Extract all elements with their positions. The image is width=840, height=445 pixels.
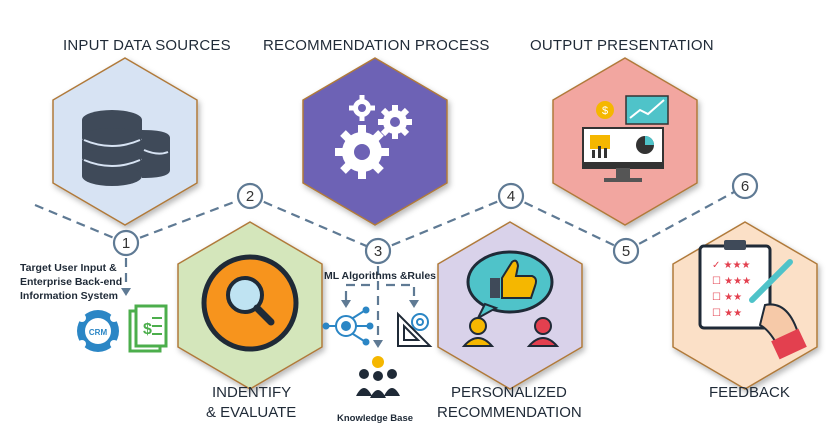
svg-text:☐ ★★: ☐ ★★: [712, 308, 742, 319]
arrowhead: [121, 288, 131, 296]
magnifier-icon: [201, 254, 299, 352]
label-personalized: PERSONALIZED: [451, 384, 567, 401]
step-circle: [497, 182, 525, 210]
arrowhead: [373, 340, 383, 348]
step-circle: [112, 229, 140, 257]
connector-lines: [34, 185, 746, 340]
connector-line: [386, 283, 416, 302]
step-circles: 1 2 3 4 5 6: [112, 172, 759, 265]
target-input-line1: Target User Input &: [20, 262, 117, 274]
step-number: 1: [122, 235, 130, 252]
label-recommendation: RECOMMENDATION: [437, 404, 582, 421]
connector-line: [249, 194, 379, 253]
step-number: 2: [246, 188, 254, 205]
label-evaluate: & EVALUATE: [206, 404, 297, 421]
database-icon: [82, 110, 170, 186]
svg-text:☐ ★★: ☐ ★★: [712, 292, 742, 303]
title-recommendation-process: RECOMMENDATION PROCESS: [263, 37, 490, 54]
label-identify: INDENTIFY: [212, 384, 292, 401]
step-circle: [364, 237, 392, 265]
step-circle: [731, 172, 759, 200]
target-input-line3: Information System: [20, 290, 119, 302]
svg-text:$: $: [143, 321, 152, 338]
connector-line: [510, 195, 627, 252]
arrowhead: [409, 300, 419, 308]
thumbs-up-speech-icon: [461, 250, 560, 347]
connector-line: [34, 203, 127, 245]
svg-text:✓ ★★★: ✓ ★★★: [712, 260, 750, 271]
ruler-gear-icon: [397, 311, 433, 347]
crm-label: CRM: [89, 328, 108, 337]
ml-algorithms-label: ML Algorithms &Rules: [324, 270, 437, 282]
svg-text:☐ ★★★: ☐ ★★★: [712, 276, 751, 287]
step-circle: [236, 182, 264, 210]
title-input-data-sources: INPUT DATA SOURCES: [63, 37, 231, 54]
invoice-icon: $: [128, 304, 168, 353]
step-number: 3: [374, 243, 382, 260]
target-input-line2: Enterprise Back-end: [20, 276, 123, 288]
clipboard-checklist-icon: ✓ ★★★ ☐ ★★★ ☐ ★★ ☐ ★★: [698, 240, 807, 360]
connector-line: [377, 194, 512, 253]
title-output-presentation: OUTPUT PRESENTATION: [530, 37, 714, 54]
step-number: 6: [741, 178, 749, 195]
gears-icon: [335, 95, 412, 179]
arrowhead: [341, 300, 351, 308]
label-feedback: FEEDBACK: [709, 384, 790, 401]
connector-arrowheads: [121, 288, 419, 348]
connector-line: [625, 185, 746, 252]
connector-line: [125, 194, 251, 245]
step-circle: [612, 237, 640, 265]
neural-network-icon: [322, 306, 374, 346]
knowledge-base-label: Knowledge Base: [337, 413, 414, 424]
svg-text:$: $: [602, 105, 608, 117]
step-number: 5: [622, 243, 630, 260]
connector-line: [344, 283, 370, 302]
crm-icon: CRM: [77, 310, 119, 352]
knowledge-base-icon: [356, 356, 400, 398]
step-number: 4: [507, 188, 515, 205]
dashboard-monitor-icon: $: [582, 95, 669, 182]
